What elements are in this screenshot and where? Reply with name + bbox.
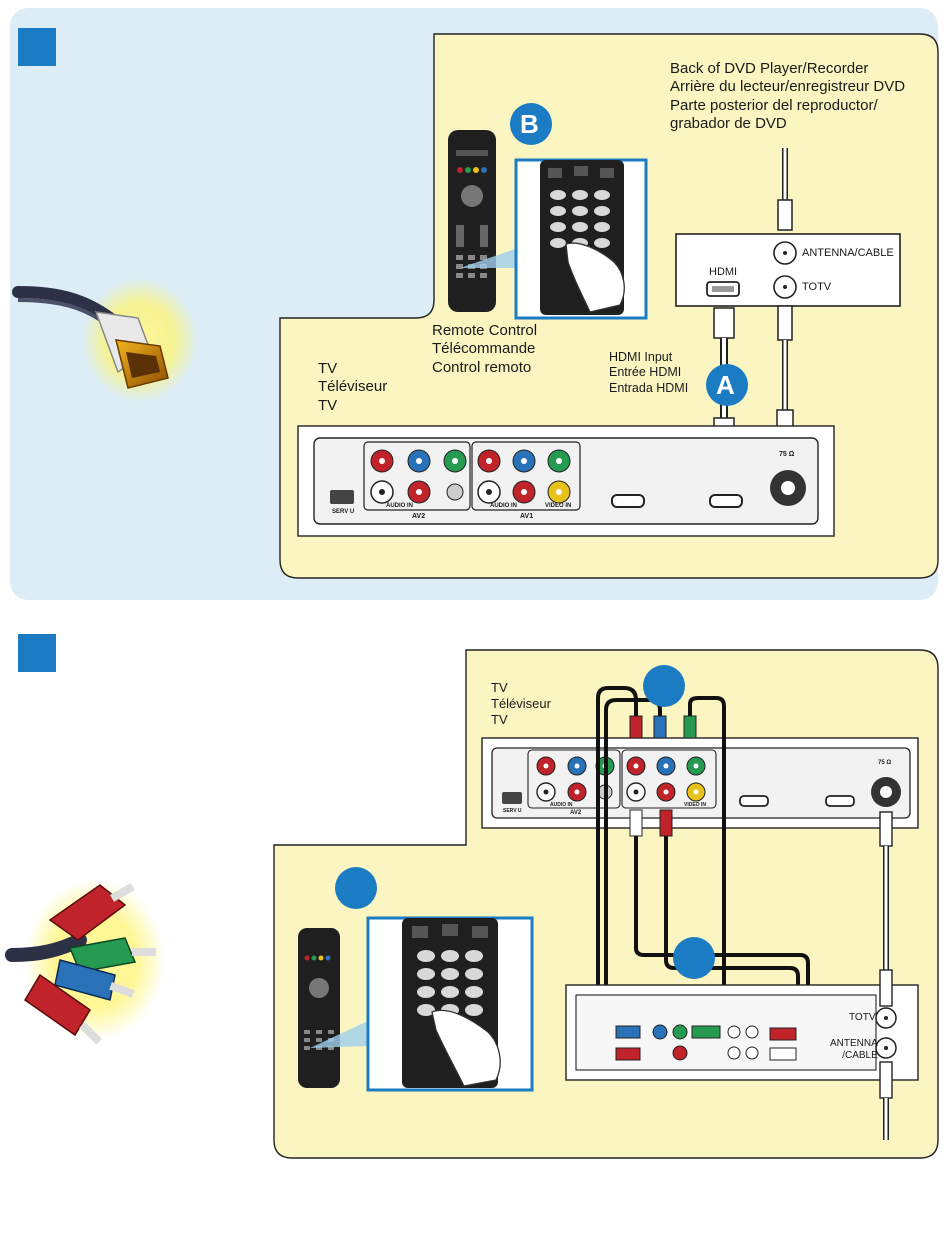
av1-component-jacks [477, 449, 571, 473]
dvd-antenna-label-2: ANTENNA /CABLE [830, 1038, 878, 1062]
audio-in-label-2: AUDIO IN [550, 802, 573, 808]
step-2-badge-remote [335, 867, 377, 909]
dvd-back-label: Back of DVD Player/Recorder Arrière du l… [670, 60, 906, 132]
remote-control-label: Remote Control Télécommande Control remo… [432, 322, 538, 376]
audio-in-label-av1: AUDIO IN [490, 503, 517, 509]
hdmi-cable-illustration [12, 278, 198, 402]
dvd-back-panel-1 [675, 233, 901, 307]
tv-label-2: TV Téléviseur TV [491, 680, 551, 727]
component-cable-illustration [5, 880, 165, 1045]
hdmi-input-label: HDMI Input Entrée HDMI Entrada HDMI [609, 350, 689, 395]
video-in-label-1: VIDEO IN [545, 503, 572, 509]
dvd-totv-label-2: TOTV [849, 1012, 876, 1023]
av2-label-1: AV2 [412, 513, 426, 520]
badge-a [706, 364, 748, 406]
remote-zoom-1 [514, 158, 648, 320]
dvd-hdmi-port-label: HDMI [709, 266, 738, 278]
servu-label-1: SERV U [332, 509, 355, 515]
step-2-badge-top [643, 665, 685, 707]
av2-label-2: AV2 [570, 810, 582, 816]
remote-small-1 [448, 130, 518, 312]
dvd-back-panel-2 [565, 984, 919, 1081]
av2-component-jacks [370, 449, 467, 473]
tv-back-panel-1 [297, 425, 835, 537]
badge-b [510, 103, 552, 145]
ohm-label-2: 75 Ω [878, 760, 892, 766]
dvd-totv-label: TOTV [802, 281, 832, 293]
av1-label-1: AV1 [520, 513, 534, 520]
tv-back-panel-2 [481, 737, 919, 829]
dvd-antenna-label: ANTENNA/CABLE [802, 247, 894, 259]
ohm-label-1: 75 Ω [779, 451, 795, 458]
tv-label-1: TV Téléviseur TV [318, 360, 388, 414]
step-1-marker [18, 28, 56, 66]
badge-b-label: B [520, 109, 539, 139]
remote-small-2 [298, 928, 370, 1088]
servu-label-2: SERV U [503, 808, 522, 814]
video-in-label-2: VIDEO IN [684, 802, 706, 808]
badge-a-label: A [716, 370, 735, 400]
step-2-marker [18, 634, 56, 672]
remote-zoom-2 [366, 916, 534, 1092]
step-2-badge-middle [673, 937, 715, 979]
audio-in-label-av2: AUDIO IN [386, 503, 413, 509]
tv-component-plugs [629, 715, 697, 837]
